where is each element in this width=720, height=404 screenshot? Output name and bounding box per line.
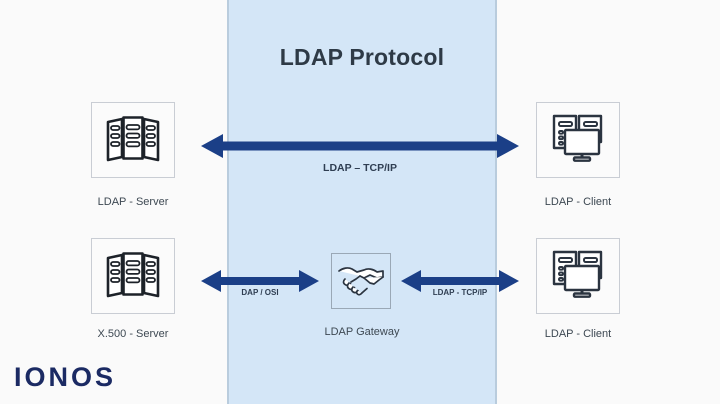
connection-conn-top <box>199 132 521 165</box>
page-title: LDAP Protocol <box>279 44 445 70</box>
edge-label-conn-top: LDAP – TCP/IP <box>323 162 397 174</box>
connection-conn-bottom-right <box>399 267 521 300</box>
edge-label-conn-bottom-right: LDAP - TCP/IP <box>432 288 488 297</box>
connection-conn-bottom-left <box>199 267 321 300</box>
edge-label-conn-bottom-left: DAP / OSI <box>241 288 279 297</box>
protocol-band <box>227 0 497 404</box>
label-ldap-server: LDAP - Server <box>97 196 169 208</box>
node-ldap-server <box>91 102 175 178</box>
server-rack-icon <box>104 249 162 304</box>
node-ldap-client-top <box>536 102 620 178</box>
ionos-logo: IONOS <box>14 362 117 392</box>
handshake-icon <box>337 262 385 301</box>
desktop-client-icon <box>549 248 607 305</box>
desktop-client-icon <box>549 112 607 169</box>
label-ldap-gateway: LDAP Gateway <box>324 326 400 338</box>
node-x500-server <box>91 238 175 314</box>
label-ldap-client-top: LDAP - Client <box>544 196 612 208</box>
server-rack-icon <box>104 113 162 168</box>
label-x500-server: X.500 - Server <box>97 328 169 340</box>
node-ldap-gateway <box>331 253 391 309</box>
node-ldap-client-bottom <box>536 238 620 314</box>
label-ldap-client-bottom: LDAP - Client <box>544 328 612 340</box>
